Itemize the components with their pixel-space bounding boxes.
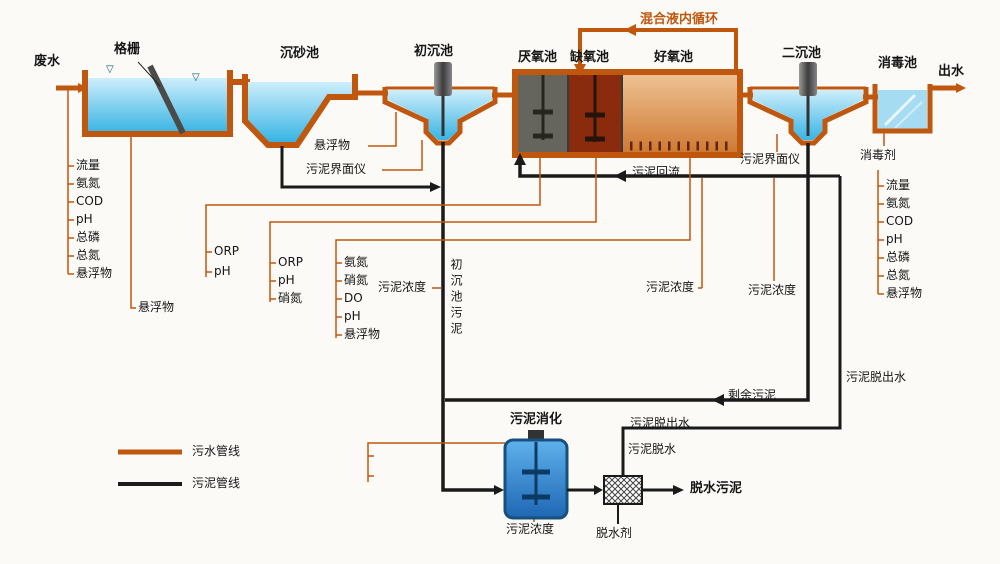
excess-sludge-label: 剩余污泥: [728, 388, 777, 402]
effluent-sensor-nh3: 氨氮: [886, 196, 911, 210]
bar-screen-label: 格栅: [114, 42, 141, 57]
influent-sensor-nh3: 氨氮: [76, 176, 101, 190]
influent-sensor-flow: 流量: [76, 158, 101, 172]
anoxic-sensor-no3: 硝氮: [278, 291, 303, 305]
legend-sludge-label: 污泥管线: [192, 476, 241, 490]
anoxic-label: 缺氧池: [570, 50, 610, 65]
internal-recycle-label: 混合液内循环: [640, 12, 719, 27]
effluent-sensor-cod: COD: [886, 214, 914, 228]
sludge-return-arrow-icon: [614, 170, 626, 182]
anaerobic-sensor-line: [205, 157, 541, 277]
dewatering-machine-icon: [605, 477, 641, 503]
anaerobic-sensor-orp: ORP: [214, 244, 240, 258]
effluent-arrow-icon: [956, 83, 966, 93]
influent-sensor-tp: 总磷: [76, 230, 101, 244]
water-level-icon: ▽: [106, 64, 114, 75]
effluent-sensor-ss: 悬浮物: [886, 286, 923, 300]
primary-clarifier-label: 初沉池: [414, 44, 454, 59]
digester-tank: [503, 430, 569, 520]
legend: [118, 449, 182, 486]
dewatering-inlet-arrow-icon: [594, 485, 603, 495]
reject-water-line: [621, 174, 842, 476]
secondary-clarifier-label: 二沉池: [782, 46, 822, 61]
primary-sludge-line: [441, 142, 504, 495]
digester-sensor-line: [367, 442, 505, 482]
disinfection-label: 消毒池: [878, 56, 918, 71]
water-level-icon: ▽: [192, 72, 200, 83]
aerobic-zone: [622, 75, 737, 152]
grit-sludge-line: [280, 146, 441, 192]
grit-chamber-label: 沉砂池: [280, 46, 320, 61]
legend-sewage-label: 污水管线: [192, 444, 241, 458]
effluent-sensor-tn: 总氮: [886, 268, 911, 282]
grit-sludge-arrow-icon: [430, 182, 441, 192]
digester-conc-label: 污泥浓度: [506, 522, 555, 536]
bar-screen-icon: [147, 64, 186, 135]
influent-sensor-cod: COD: [76, 194, 104, 208]
dewatered-sludge-arrow-icon: [673, 485, 684, 495]
primary-interface-label: 污泥界面仪: [306, 162, 367, 176]
influent-sensor-tn: 总氮: [76, 248, 101, 262]
secondary-clarifier-motor: [799, 62, 817, 96]
reject-water-mid-label: 污泥脱出水: [630, 416, 691, 430]
aerobic-sensor-ss: 悬浮物: [344, 327, 381, 341]
influent-label: 废水: [34, 54, 61, 69]
disinfection-tank: [872, 83, 966, 146]
aerobic-sensor-nh3: 氨氮: [344, 255, 369, 269]
effluent-sensor-flow: 流量: [886, 178, 911, 192]
excess-sludge-arrow-icon: [712, 394, 724, 406]
sludge-return-up-arrow-icon: [514, 153, 526, 165]
primary-ss-label: 悬浮物: [314, 138, 351, 152]
sensor-lines: [67, 90, 884, 522]
screen-channel-tank: [82, 61, 250, 137]
aerobic-label: 好氧池: [654, 50, 694, 65]
dewatering-agent-label: 脱水剂: [596, 526, 633, 540]
sludge-return-label: 污泥回流: [632, 165, 681, 179]
disinfectant-label: 消毒剂: [860, 148, 897, 162]
screen-ss-label: 悬浮物: [138, 300, 175, 314]
primary-clarifier-tank: [382, 62, 520, 146]
reject-water-right-label: 污泥脱出水: [846, 370, 907, 384]
recycle-down-arrow-icon: [574, 64, 586, 76]
screen-ss-line: [130, 136, 136, 309]
primary-sludge-label: 初沉池污泥: [449, 258, 463, 338]
anaerobic-label: 厌氧池: [518, 50, 558, 65]
bar-screen-pointer: [137, 61, 161, 87]
primary-interface-line: [382, 140, 423, 171]
effluent-sensor-ph: pH: [886, 232, 903, 246]
return-sludge-conc-label: 污泥浓度: [646, 280, 695, 294]
effluent-sensor-tp: 总磷: [886, 250, 911, 264]
primary-ss-line: [368, 112, 397, 147]
excess-sludge-conc-label: 污泥浓度: [748, 283, 797, 297]
anoxic-sensor-orp: ORP: [278, 255, 304, 269]
dewatered-sludge-label: 脱水污泥: [690, 481, 743, 496]
sludge-dewatering-label: 污泥脱水: [628, 442, 677, 456]
anoxic-sensor-ph: pH: [278, 273, 295, 287]
influent-sensor-ss: 悬浮物: [76, 266, 113, 280]
recycle-arrow-icon: [624, 24, 636, 36]
influent-sensor-ph: pH: [76, 212, 93, 226]
grit-chamber-tank: [242, 74, 390, 148]
excess-sludge-line: [445, 176, 810, 406]
aerobic-sensor-line: [335, 157, 691, 338]
secondary-interface-label: 污泥界面仪: [740, 152, 801, 166]
secondary-clarifier-tank: [747, 62, 878, 146]
aerobic-sensor-ph: pH: [344, 309, 361, 323]
anaerobic-sensor-ph: pH: [214, 264, 231, 278]
primary-sludge-conc-label: 污泥浓度: [378, 280, 427, 294]
primary-clarifier-motor: [434, 62, 452, 96]
sludge-return-line: [514, 143, 810, 182]
digester-label: 污泥消化: [510, 412, 563, 427]
anoxic-sensor-line: [269, 157, 597, 302]
aerobic-sensor-no3: 硝氮: [344, 273, 369, 287]
digester-inlet-arrow-icon: [494, 485, 504, 495]
bio-tank: [512, 69, 753, 158]
effluent-label: 出水: [938, 64, 965, 79]
aerobic-sensor-do: DO: [344, 291, 363, 305]
dewatering-unit: [567, 475, 684, 524]
internal-recycle-line: [574, 24, 738, 76]
